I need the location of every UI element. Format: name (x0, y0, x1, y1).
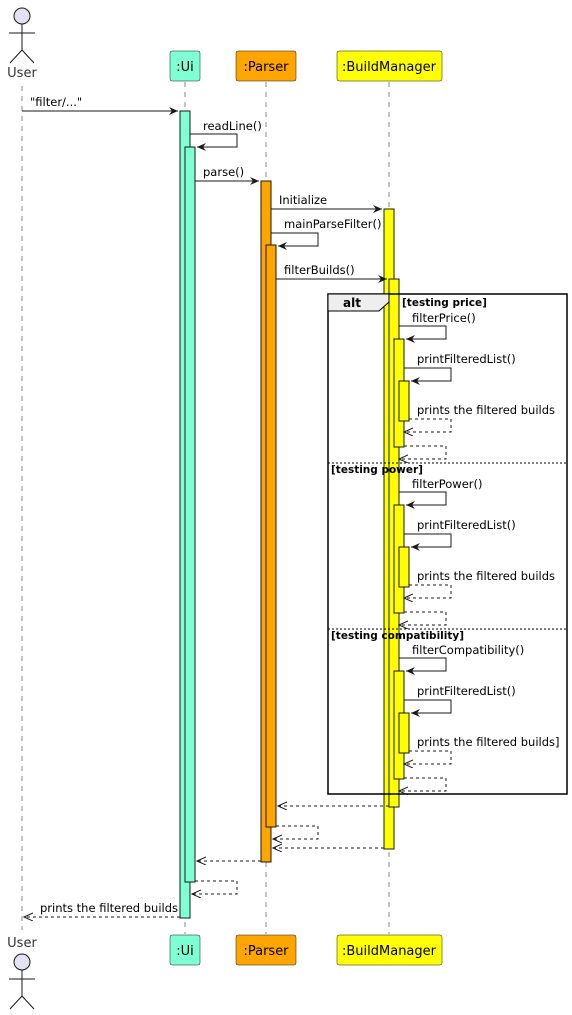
build-manager-activation-power-print (398, 546, 410, 588)
parser-participant-label: :Parser (243, 60, 289, 75)
build-manager-participant-box (336, 50, 443, 82)
return-prints-filtered-builds-to-user: prints the filtered builds (24, 901, 180, 917)
return-readline (192, 880, 238, 894)
message-filter-price: filterPrice() (399, 311, 476, 343)
ui-participant-box (169, 50, 201, 82)
message-label: printFilteredList() (417, 352, 516, 366)
alt-guard-price: [testing price] (402, 297, 487, 309)
build-manager-participant-box-bottom (336, 934, 443, 966)
message-filter-command: "filter/..." (22, 95, 178, 115)
build-manager-participant-label-bottom: :BuildManager (342, 944, 437, 959)
message-filter-power: filterPower() (399, 477, 483, 509)
return-prints-price: prints the filtered builds (404, 403, 555, 432)
build-manager-participant-label: :BuildManager (342, 60, 437, 75)
alt-fragment: alt [testing price] [testing power] [tes… (327, 293, 568, 795)
message-main-parse-filter: mainParseFilter() (271, 217, 381, 250)
alt-fragment-tab (327, 293, 390, 312)
parser-participant-label-bottom: :Parser (243, 944, 289, 959)
alt-fragment-box (327, 293, 568, 795)
message-label: printFilteredList() (417, 684, 516, 698)
build-manager-activation-price-print (398, 380, 410, 422)
message-label: "filter/..." (30, 95, 82, 109)
message-label: prints the filtered builds] (417, 735, 559, 749)
message-label: parse() (203, 165, 244, 179)
message-label: readLine() (203, 119, 262, 133)
build-manager-participant-bottom: :BuildManager (336, 934, 443, 966)
user-actor-top: User (7, 7, 37, 81)
message-label: filterCompatibility() (412, 643, 524, 657)
message-print-filtered-list-price: printFilteredList() (404, 352, 516, 385)
ui-participant-bottom: :Ui (169, 934, 201, 966)
user-actor-label-bottom: User (7, 936, 37, 951)
ui-participant-top: :Ui (169, 50, 201, 82)
message-label: filterPrice() (412, 311, 476, 325)
return-filter-price (399, 445, 447, 459)
build-manager-participant-top: :BuildManager (336, 50, 443, 82)
return-prints-compat: prints the filtered builds] (404, 735, 559, 764)
message-label: prints the filtered builds (417, 569, 555, 583)
message-initialize: Initialize (271, 193, 382, 213)
message-label: Initialize (279, 193, 327, 207)
alt-fragment-keyword: alt (343, 296, 361, 310)
return-prints-power: prints the filtered builds (404, 569, 555, 598)
build-manager-activation-compat-print (398, 712, 410, 754)
return-filter-compat (399, 777, 447, 791)
alt-guard-power: [testing power] (331, 464, 423, 476)
ui-participant-label-bottom: :Ui (176, 944, 194, 959)
message-label: prints the filtered builds (417, 403, 555, 417)
message-label: mainParseFilter() (284, 217, 381, 231)
return-filter-power (399, 611, 447, 625)
message-print-filtered-list-compat: printFilteredList() (404, 684, 516, 717)
message-filter-compatibility: filterCompatibility() (399, 643, 524, 675)
return-main-parse-filter (273, 825, 319, 839)
message-label: filterBuilds() (284, 263, 355, 277)
message-print-filtered-list-power: printFilteredList() (404, 518, 516, 551)
message-label: filterPower() (412, 477, 483, 491)
alt-guard-compatibility: [testing compatibility] (331, 630, 464, 642)
user-actor-bottom: User (7, 936, 37, 1010)
ui-participant-box-bottom (169, 934, 201, 966)
parser-participant-top: :Parser (235, 50, 297, 82)
parser-activation-inner (265, 244, 277, 828)
parser-participant-box-bottom (235, 934, 297, 966)
message-parse: parse() (195, 165, 259, 185)
message-label: prints the filtered builds (40, 901, 178, 915)
ui-participant-label: :Ui (176, 60, 194, 75)
ui-activation-inner (184, 146, 196, 883)
parser-participant-bottom: :Parser (235, 934, 297, 966)
parser-participant-box (235, 50, 297, 82)
message-readline: readLine() (190, 119, 262, 151)
message-filter-builds: filterBuilds() (276, 263, 387, 283)
user-actor-label: User (7, 66, 37, 81)
message-label: printFilteredList() (417, 518, 516, 532)
